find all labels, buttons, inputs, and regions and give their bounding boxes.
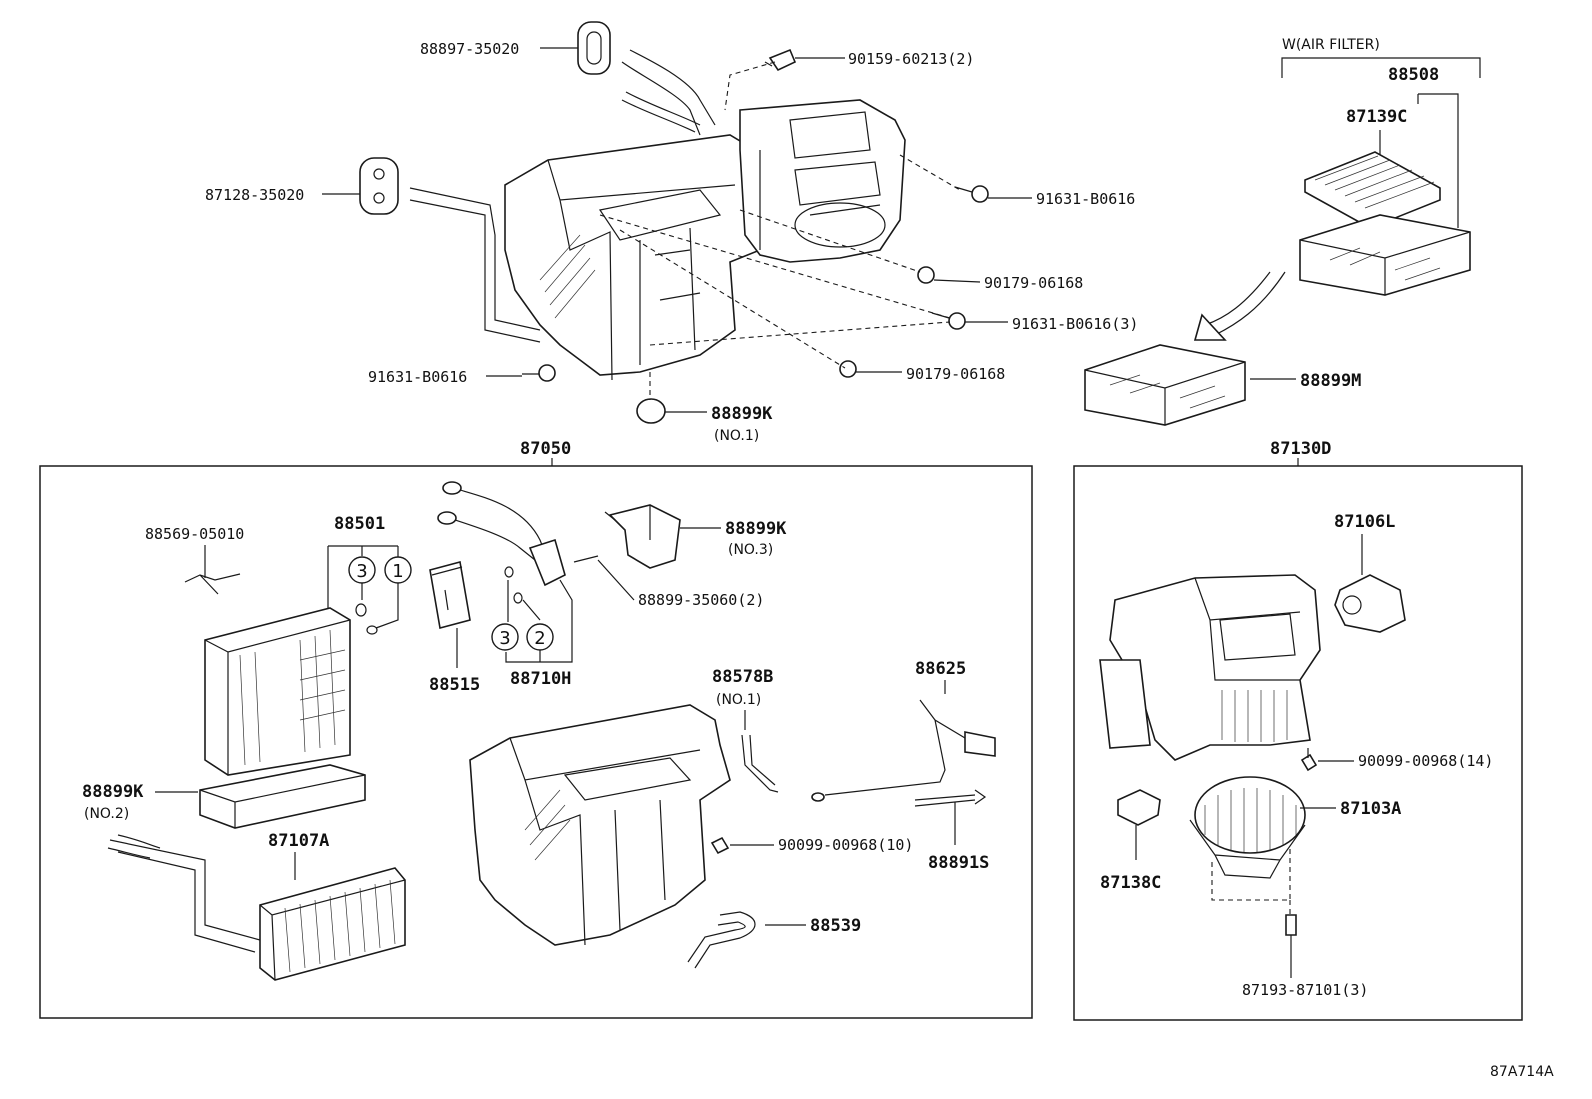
label-90179-b: 90179-06168: [906, 365, 1005, 383]
sensor-88891s: [914, 789, 987, 807]
wire-harness-88625: [811, 699, 996, 802]
callout-3-a: 3: [348, 556, 376, 584]
screw-90099-14: [1300, 753, 1318, 772]
heater-unit-assembly: [359, 21, 989, 424]
label-88899k-no3: 88899K: [725, 519, 787, 539]
expansion-valve-88515: [429, 561, 471, 629]
label-90099-10: 90099-00968(10): [778, 836, 913, 854]
blower-housing: [1099, 574, 1321, 761]
label-91631-a: 91631-B0616: [1036, 190, 1135, 208]
heater-core-87107a: [107, 834, 406, 981]
label-88897: 88897-35020: [420, 40, 519, 58]
label-87103a: 87103A: [1340, 799, 1401, 819]
hose-88539: [687, 911, 756, 969]
thermistor-88578b: [741, 734, 779, 793]
cushion-88899k-no1: [636, 398, 666, 424]
label-88625: 88625: [915, 659, 966, 679]
screw-87193: [1285, 914, 1297, 936]
figure-code: 87A714A: [1490, 1064, 1554, 1080]
callout-3-b: 3: [491, 623, 519, 651]
filter-element-87139c: [1304, 151, 1441, 229]
label-91631-c: 91631-B0616: [368, 368, 467, 386]
unit-87130d-box: 87130D 87106L 90099-00968(14) 87103A: [1073, 439, 1523, 1021]
label-87128: 87128-35020: [205, 186, 304, 204]
clip-90179-b: [839, 360, 857, 378]
label-88539: 88539: [810, 916, 861, 936]
filter-case: [1299, 214, 1471, 296]
top-labels: 88897-35020 90159-60213(2) 87128-35020 9…: [205, 40, 1138, 444]
label-88501: 88501: [334, 514, 385, 534]
svg-text:3: 3: [356, 561, 367, 582]
label-91631-b: 91631-B0616(3): [1012, 315, 1138, 333]
screw-91631-a: [954, 185, 989, 203]
note-88899k-no3: (NO.3): [728, 542, 773, 558]
label-87050: 87050: [520, 439, 571, 459]
screw-90099-10: [710, 836, 730, 855]
svg-text:3: 3: [499, 628, 510, 649]
unit-87050-box: 87050 88569-05010 88501 3 1: [39, 439, 1033, 1019]
grommet-88897: [577, 21, 611, 75]
label-87139c: 87139C: [1346, 107, 1407, 127]
label-90179-a: 90179-06168: [984, 274, 1083, 292]
label-88515: 88515: [429, 675, 480, 695]
resistor-87138c: [1117, 789, 1161, 826]
screw-91631-c: [522, 364, 556, 382]
label-88569: 88569-05010: [145, 525, 244, 543]
filter-cover-88899m: [1084, 344, 1246, 426]
label-87193: 87193-87101(3): [1242, 981, 1368, 999]
lower-housing: [469, 704, 731, 946]
label-88899k-no1: 88899K: [711, 404, 773, 424]
label-88578b: 88578B: [712, 667, 773, 687]
label-87106l: 87106L: [1334, 512, 1395, 532]
clip-90179-a: [917, 266, 935, 284]
screw-91631-b: [931, 312, 966, 330]
servo-motor-87106l: [1334, 574, 1406, 633]
label-88710h: 88710H: [510, 669, 571, 689]
label-88899-35060: 88899-35060(2): [638, 591, 764, 609]
clip-88569: [184, 573, 241, 595]
note-88899k-no1: (NO.1): [714, 428, 759, 444]
svg-text:1: 1: [392, 561, 403, 582]
callout-2: 2: [526, 623, 554, 651]
evaporator-core: [204, 607, 351, 776]
svg-text:2: 2: [534, 628, 545, 649]
blower-motor-87103a: [1189, 776, 1306, 879]
label-90099-14: 90099-00968(14): [1358, 752, 1493, 770]
label-87130d: 87130D: [1270, 439, 1331, 459]
label-87107a: 87107A: [268, 831, 329, 851]
screw-90159: [764, 48, 797, 72]
air-filter-group: W(AIR FILTER) 88508 87139C 88899M: [1084, 37, 1481, 426]
label-88899m: 88899M: [1300, 371, 1361, 391]
label-filter-group: W(AIR FILTER): [1282, 37, 1380, 53]
callout-1: 1: [384, 556, 412, 584]
grommet-87128: [359, 157, 399, 215]
label-90159: 90159-60213(2): [848, 50, 974, 68]
label-87138c: 87138C: [1100, 873, 1161, 893]
label-88891s: 88891S: [928, 853, 989, 873]
label-88508: 88508: [1388, 65, 1439, 85]
cushion-88899k-no3: [604, 504, 681, 569]
cushion-88899k-no2: [199, 764, 366, 829]
note-88899k-no2: (NO.2): [84, 806, 129, 822]
label-88899k-no2: 88899K: [82, 782, 144, 802]
screw-88899-35060: [573, 555, 599, 563]
note-88578b: (NO.1): [716, 692, 761, 708]
pipe-assembly: [437, 481, 566, 587]
